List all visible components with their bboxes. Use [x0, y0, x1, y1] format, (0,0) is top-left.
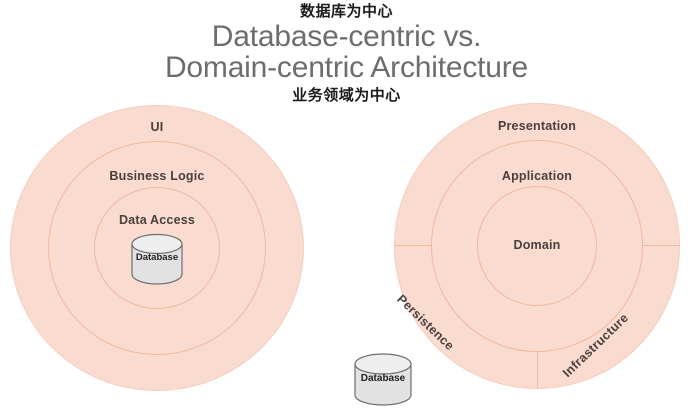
- database-cylinder-external[interactable]: Database: [353, 352, 413, 407]
- database-cylinder-left[interactable]: Database: [130, 233, 184, 285]
- sector-divider-left: [394, 245, 431, 246]
- ring-label-business-logic: Business Logic: [109, 169, 205, 183]
- ring-label-ui: UI: [150, 120, 164, 134]
- database-cylinder-left-label: Database: [135, 252, 179, 263]
- title-line-1: Database-centric vs.: [211, 20, 482, 53]
- ring-label-domain: Domain: [513, 238, 561, 252]
- ring-data-access[interactable]: [94, 187, 220, 309]
- ring-label-presentation: Presentation: [497, 119, 577, 133]
- ring-label-application: Application: [501, 169, 573, 183]
- sector-divider-right: [643, 245, 680, 246]
- chinese-annotation-bottom: 业务领域为中心: [292, 86, 401, 104]
- sector-divider-bottom: [537, 352, 538, 389]
- database-cylinder-external-label: Database: [360, 373, 406, 384]
- chinese-annotation-top: 数据库为中心: [299, 2, 393, 20]
- page-title: Database-centric vs. Domain-centric Arch…: [0, 21, 693, 83]
- title-block: 数据库为中心 Database-centric vs. Domain-centr…: [0, 0, 693, 104]
- database-cylinder-icon: [131, 233, 183, 285]
- title-line-2: Domain-centric Architecture: [164, 51, 529, 84]
- ring-application[interactable]: [431, 140, 643, 352]
- ring-domain[interactable]: [477, 186, 597, 306]
- ring-business-logic[interactable]: [48, 141, 266, 355]
- database-cylinder-icon: [354, 353, 412, 406]
- ring-label-data-access: Data Access: [118, 213, 196, 227]
